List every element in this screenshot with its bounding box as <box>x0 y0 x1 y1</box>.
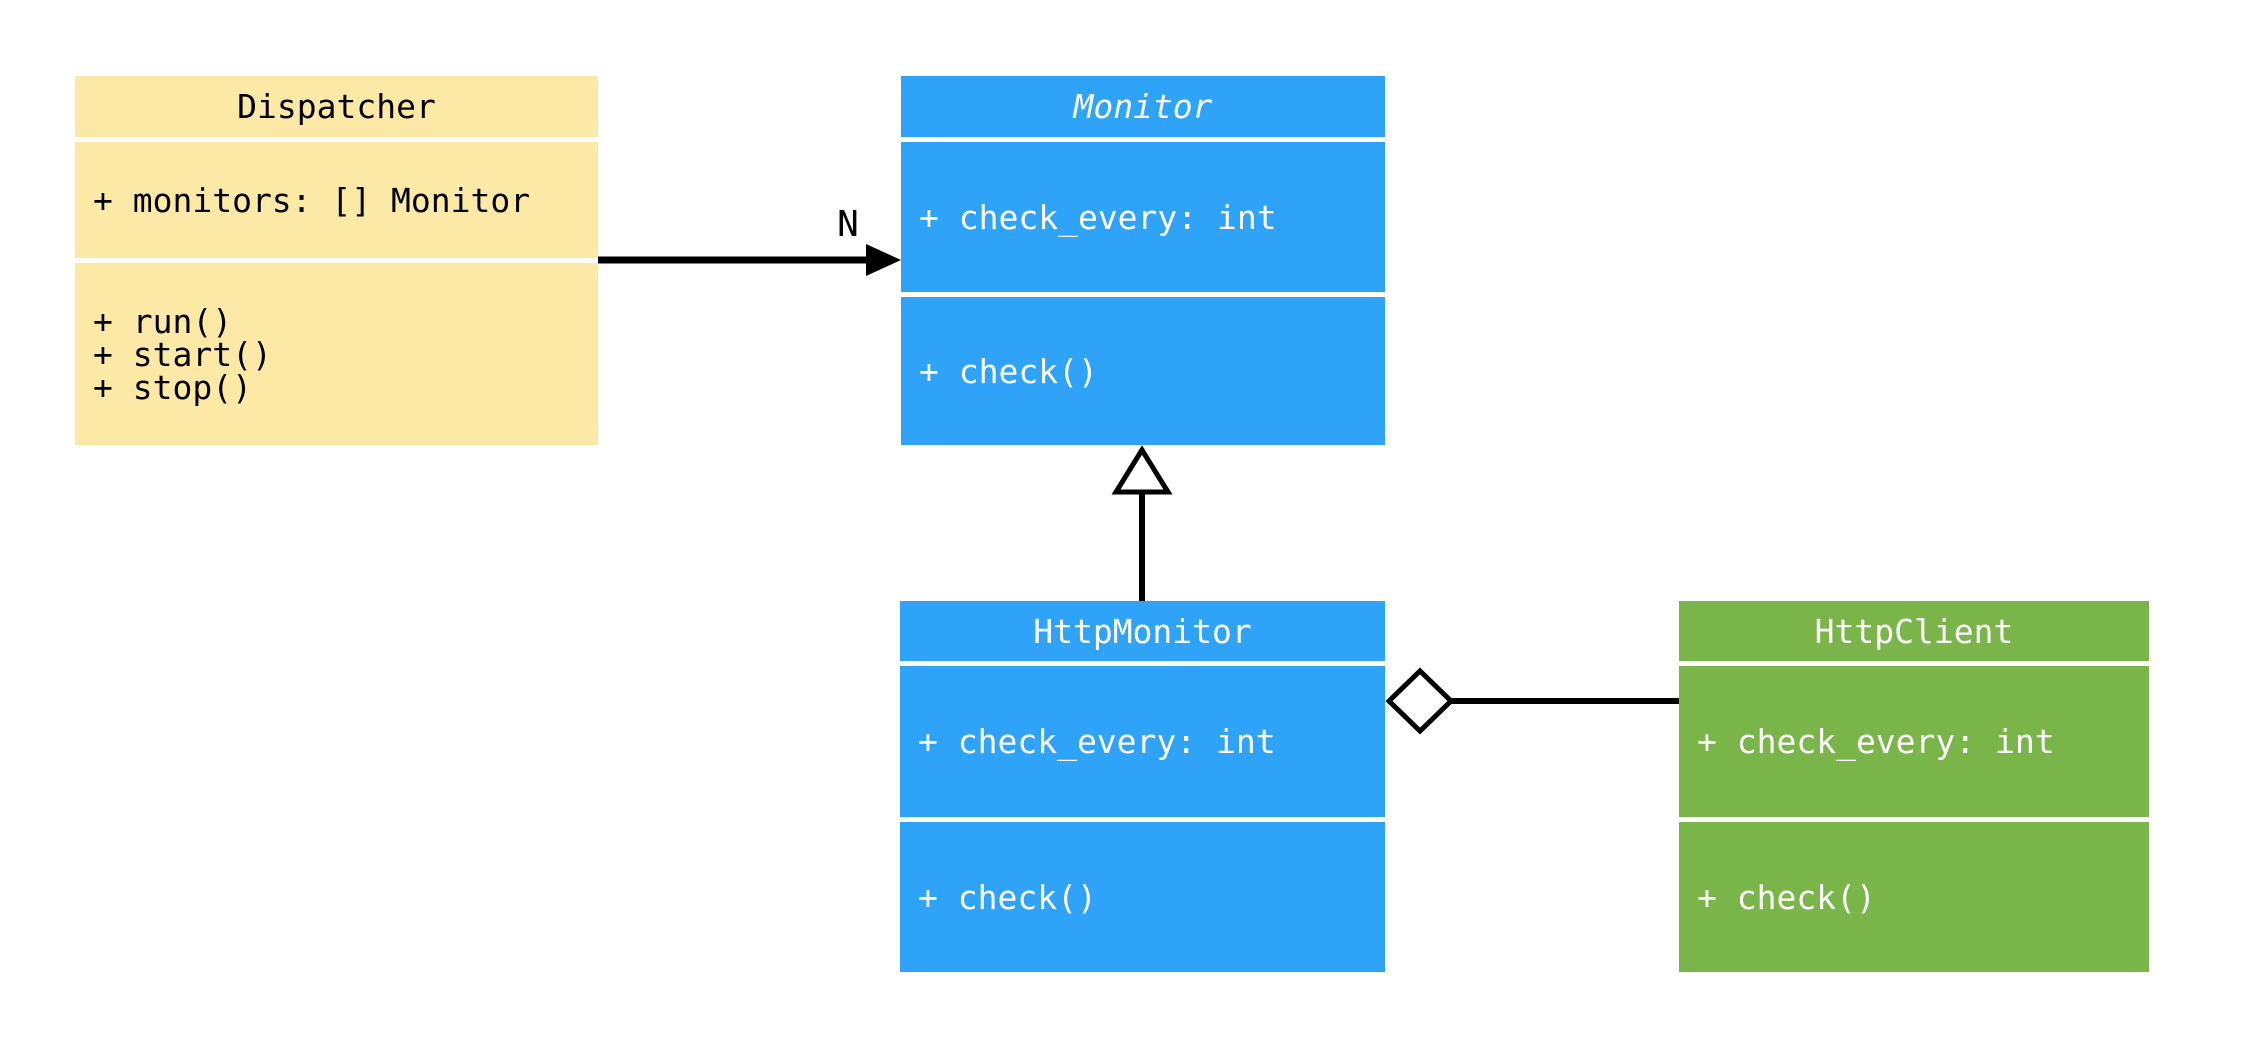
class-title: HttpMonitor <box>900 601 1385 661</box>
association-arrowhead-icon <box>866 244 901 276</box>
multiplicity-label: N <box>837 204 859 245</box>
class-methods: + check() <box>901 297 1385 445</box>
attribute-line: + check_every: int <box>918 722 1276 761</box>
class-attributes: + check_every: int <box>900 666 1385 817</box>
method-line: + start() <box>93 334 272 374</box>
class-attributes: + check_every: int <box>1679 666 2149 817</box>
class-methods: + check() <box>900 822 1385 972</box>
inheritance-triangle-icon <box>1111 445 1173 495</box>
class-methods: + check() <box>1679 822 2149 972</box>
class-title: Dispatcher <box>75 76 598 137</box>
aggregation-diamond-icon <box>1385 667 1455 735</box>
method-line: + check() <box>918 877 1097 917</box>
method-line: + check() <box>1697 877 1876 917</box>
method-line: + check() <box>919 351 1098 391</box>
class-methods: + run() + start() + stop() <box>75 263 598 445</box>
aggregation-edge <box>1385 667 1679 735</box>
association-edge <box>598 244 901 276</box>
inheritance-edge <box>1111 445 1173 601</box>
method-line: + run() <box>93 301 233 341</box>
class-box-monitor: Monitor + check_every: int + check() <box>901 76 1385 445</box>
attribute-line: + check_every: int <box>919 197 1277 237</box>
class-attributes: + monitors: [] Monitor <box>75 142 598 258</box>
class-title: Monitor <box>901 76 1385 137</box>
class-box-dispatcher: Dispatcher + monitors: [] Monitor + run(… <box>75 76 598 445</box>
class-attributes: + check_every: int <box>901 142 1385 292</box>
attribute-line: + check_every: int <box>1697 722 2055 761</box>
class-box-http-monitor: HttpMonitor + check_every: int + check() <box>900 601 1385 972</box>
attribute-line: + monitors: [] Monitor <box>93 180 531 220</box>
class-box-http-client: HttpClient + check_every: int + check() <box>1679 601 2149 972</box>
method-line: + stop() <box>93 367 252 407</box>
class-title: HttpClient <box>1679 601 2149 661</box>
